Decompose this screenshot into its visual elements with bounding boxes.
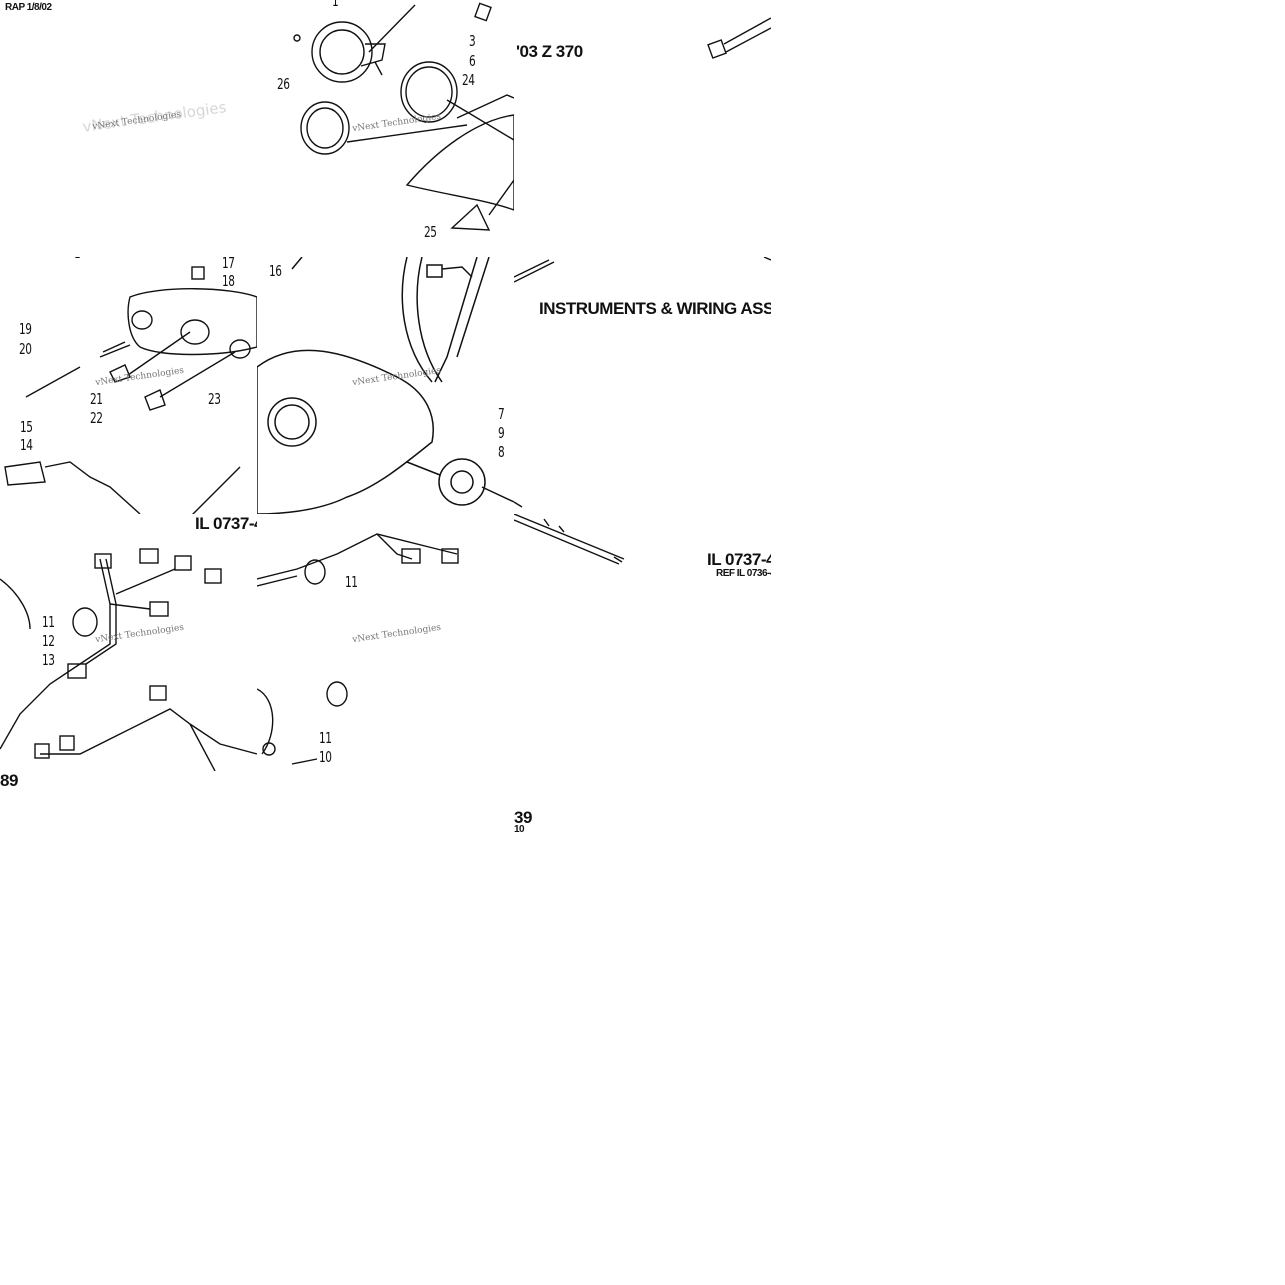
tile-harness-left: 11 12 13 IL 0737-48 vNext Technologies: [0, 514, 257, 771]
tile-model: '03 Z 370: [514, 0, 771, 257]
tile-footer-left: 89: [0, 771, 257, 1028]
revision-stamp: RAP 1/8/02: [5, 2, 52, 13]
reference-fragment: 10: [514, 824, 525, 835]
gauge-illustration: [293, 2, 514, 231]
callout-7: 7: [498, 405, 505, 423]
callout-3: 3: [469, 32, 476, 50]
page-title: INSTRUMENTS & WIRING ASSEMBLIES: [539, 299, 771, 318]
tile-gauge-parts: 1 3 6 24 26 25 vNext Technologies: [257, 0, 514, 257]
tile-harness-middle: 11 11 10 vNext Technologies: [257, 514, 514, 771]
callout-19: 19: [19, 320, 32, 338]
tile-headlight-parts: 5 4 2 1 17 18 19 20 21 22 23 15 14 vNext…: [0, 257, 257, 514]
harness-illustration-middle: [257, 533, 459, 765]
tile-cable-ref: IL 0737-48 REF IL 0736-48: [514, 514, 771, 771]
callout-10: 10: [319, 748, 332, 766]
callout-13: 13: [42, 651, 55, 669]
callout-8: 8: [498, 443, 505, 461]
tile-header-left: RAP 1/8/02 vNext Technologies vNext Tech…: [0, 0, 257, 257]
callout-23: 23: [208, 390, 221, 408]
callout-25: 25: [424, 223, 437, 241]
callout-18: 18: [222, 272, 235, 290]
illustration-id-2: IL 0737-48: [707, 550, 771, 569]
callout-11: 11: [42, 613, 55, 631]
cable-illustration: [514, 257, 771, 508]
tile-footer-right: 39 10: [514, 771, 771, 1028]
callout-24: 24: [462, 71, 475, 89]
reference-illustration-id: REF IL 0736-48: [716, 568, 771, 579]
tile-console-housing: 16 7 9 8 vNext Technologies: [257, 257, 514, 514]
callout-9: 9: [498, 424, 505, 442]
console-illustration: [257, 257, 514, 514]
callout-22: 22: [90, 409, 103, 427]
model-label: '03 Z 370: [516, 42, 583, 61]
callout-14: 14: [20, 436, 33, 454]
page-number-fragment: 39: [514, 808, 532, 827]
callout-16: 16: [269, 262, 282, 280]
harness-illustration: [0, 548, 257, 771]
callout-21: 21: [90, 390, 103, 408]
callout-11-lower: 11: [319, 729, 332, 747]
illustration-id-fragment: 89: [0, 771, 18, 790]
illustration-id-1: IL 0737-48: [195, 514, 257, 533]
headlight-illustration: [4, 266, 257, 514]
connector-illustration: [707, 17, 771, 59]
tile-title: INSTRUMENTS & WIRING ASSEMBLIES: [514, 257, 771, 514]
callout-6: 6: [469, 52, 476, 70]
callout-1-headlight: 1: [74, 257, 81, 262]
callout-11-middle: 11: [345, 573, 358, 591]
callout-17: 17: [222, 257, 235, 272]
callout-26: 26: [277, 75, 290, 93]
tile-footer-middle: [257, 771, 514, 1028]
callout-12: 12: [42, 632, 55, 650]
callout-20: 20: [19, 340, 32, 358]
callout-1: 1: [332, 0, 339, 10]
callout-15: 15: [20, 418, 33, 436]
speedo-cable-illustration: [514, 514, 625, 565]
